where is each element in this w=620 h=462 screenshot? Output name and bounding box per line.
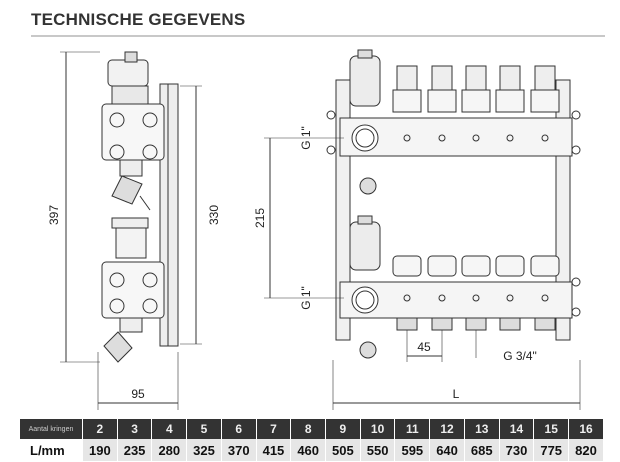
length-cell: 280 — [151, 439, 188, 461]
dim-length: L — [453, 387, 460, 401]
circuit-cell: 15 — [533, 419, 570, 439]
circuit-cell: 10 — [360, 419, 396, 439]
circuit-cell: 11 — [394, 419, 431, 439]
table-header-row: Aantal kringen 2 3 4 5 6 7 8 9 10 11 12 … — [20, 419, 604, 439]
length-cell: 325 — [186, 439, 222, 461]
dim-pitch: 45 — [417, 340, 431, 354]
length-cell: 415 — [256, 439, 292, 461]
dim-height-inner: 330 — [207, 205, 221, 225]
title-divider — [31, 35, 605, 37]
length-cell: 505 — [325, 439, 361, 461]
dim-thread-bottom: G 1" — [299, 286, 313, 310]
circuit-cell: 3 — [117, 419, 153, 439]
length-cell: 775 — [533, 439, 570, 461]
circuit-cell: 12 — [429, 419, 465, 439]
dim-height-total: 397 — [47, 205, 61, 225]
circuit-cell: 14 — [499, 419, 535, 439]
header-label: Aantal kringen — [20, 419, 83, 439]
dim-depth: 95 — [131, 387, 145, 401]
dim-outlet-thread: G 3/4" — [503, 349, 537, 363]
page-title: TECHNISCHE GEGEVENS — [31, 10, 246, 29]
dim-thread-top: G 1" — [299, 126, 313, 150]
length-cell: 460 — [290, 439, 327, 461]
length-cell: 820 — [568, 439, 604, 461]
circuit-cell: 13 — [464, 419, 500, 439]
circuit-cell: 7 — [256, 419, 292, 439]
length-cell: 640 — [429, 439, 465, 461]
table-value-row: L/mm 190 235 280 325 370 415 460 505 550… — [20, 439, 604, 461]
circuit-cell: 4 — [151, 419, 188, 439]
length-cell: 730 — [499, 439, 535, 461]
length-cell: 235 — [117, 439, 153, 461]
length-cell: 595 — [394, 439, 431, 461]
length-table: Aantal kringen 2 3 4 5 6 7 8 9 10 11 12 … — [20, 419, 604, 461]
length-cell: 550 — [360, 439, 396, 461]
circuit-cell: 2 — [82, 419, 118, 439]
side-view — [60, 51, 202, 410]
circuit-cell: 16 — [568, 419, 604, 439]
circuit-cell: 5 — [186, 419, 222, 439]
dim-spacing-vertical: 215 — [253, 208, 267, 228]
circuit-cell: 8 — [290, 419, 327, 439]
length-cell: 190 — [82, 439, 118, 461]
circuit-cell: 9 — [325, 419, 361, 439]
value-label: L/mm — [20, 439, 83, 461]
front-view — [264, 49, 581, 410]
circuit-cell: 6 — [221, 419, 257, 439]
length-cell: 370 — [221, 439, 257, 461]
length-cell: 685 — [464, 439, 500, 461]
